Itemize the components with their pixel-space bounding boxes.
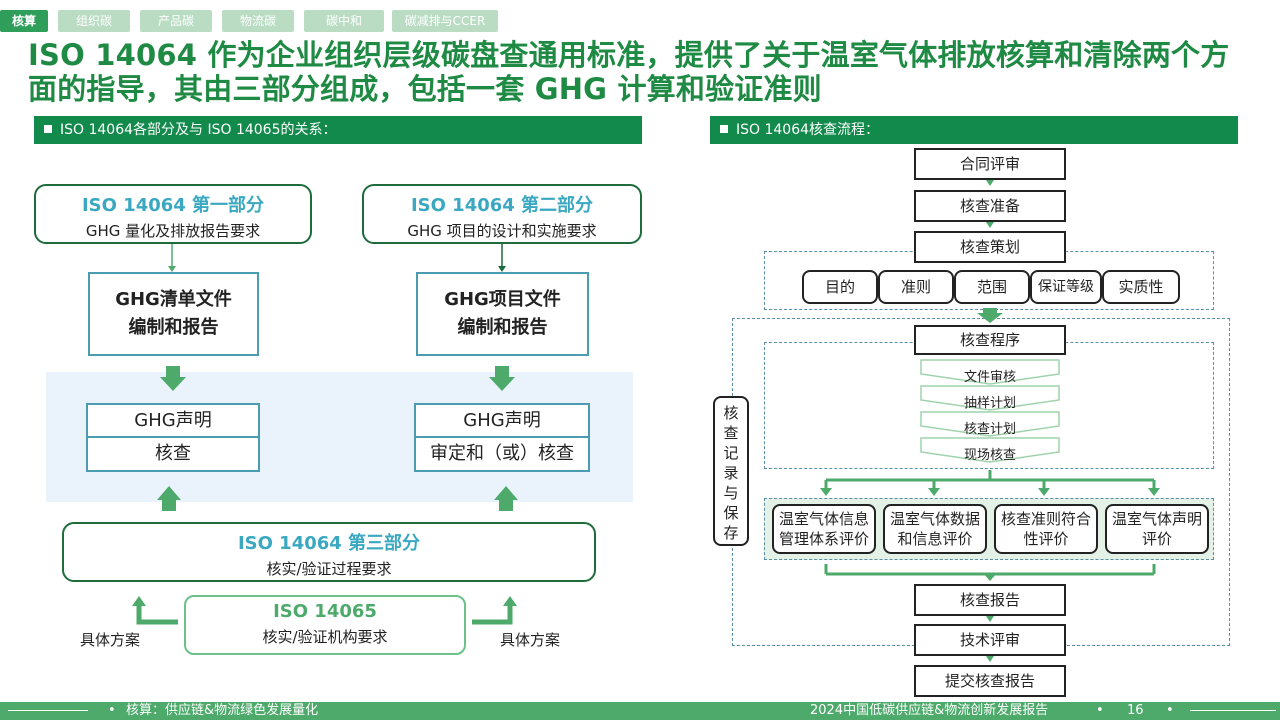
procedure-step-sampling-plan: 抽样计划 (963, 396, 1016, 411)
step-verification-procedure: 核查程序 (914, 325, 1066, 355)
tab-logistics-carbon[interactable]: 物流碳 (222, 10, 294, 32)
planning-item-criteria: 准则 (878, 270, 954, 304)
step-technical-review: 技术评审 (914, 624, 1066, 656)
ghg-project-doc: GHG项目文件 编制和报告 (416, 272, 589, 356)
step-contract-review: 合同评审 (914, 148, 1066, 180)
part3-subtitle: 核实/验证过程要求 (266, 560, 392, 578)
merge-line (824, 564, 1156, 576)
procedure-step-document-review: 文件审核 (963, 370, 1016, 385)
record-char: 存 (723, 524, 739, 542)
record-char: 核 (723, 404, 739, 422)
iso14065-heading: ISO 14065 (273, 601, 377, 622)
record-and-save-box: 核 查 记 录 与 保 存 (713, 396, 749, 546)
evaluation-ghg-management-system: 温室气体信息 管理体系评价 (772, 504, 876, 554)
arrowhead-icon (168, 266, 176, 272)
record-char: 录 (723, 464, 739, 482)
bent-arrow-icon (136, 604, 513, 625)
record-char: 保 (723, 504, 739, 522)
branch-line (824, 470, 1156, 490)
footer-bar: • 核算：供应链&物流绿色发展量化 2024中国低碳供应链&物流创新发展报告 •… (0, 702, 1280, 720)
up-arrow-icon (157, 486, 518, 511)
footer-report-title: 2024中国低碳供应链&物流创新发展报告 (810, 703, 1049, 718)
footer-rule-right (1190, 710, 1276, 711)
evaluation-criteria-conformity: 核查准则符合 性评价 (994, 504, 1098, 554)
iso14065-box: ISO 14065 核实/验证机构要求 (184, 595, 466, 655)
iso14064-part1-box: ISO 14064 第一部分 GHG 量化及排放报告要求 (34, 184, 312, 244)
page-title: ISO 14064 作为企业组织层级碳盘查通用标准，提供了关于温室气体排放核算和… (28, 38, 1230, 106)
page-number: 16 (1127, 703, 1144, 718)
right-section-header: ISO 14064核查流程： (710, 116, 1238, 144)
arrowhead-icon (498, 266, 506, 272)
eval3-line1: 核查准则符合 (1000, 510, 1091, 528)
eval1-line2: 管理体系评价 (778, 530, 869, 548)
record-char: 记 (723, 444, 739, 462)
right-diagram-connectors (820, 180, 1160, 662)
step-verification-report: 核查报告 (914, 584, 1066, 616)
iso14065-subtitle: 核实/验证机构要求 (262, 628, 388, 646)
doc1-line2: 编制和报告 (128, 317, 219, 338)
scheme-label-left: 具体方案 (80, 631, 141, 649)
verification-1: 核查 (86, 436, 260, 472)
iso14064-part3-box: ISO 14064 第三部分 核实/验证过程要求 (62, 522, 596, 582)
arrowhead-icon (983, 573, 997, 581)
step-verification-planning: 核查策划 (914, 231, 1066, 263)
planning-item-purpose: 目的 (802, 270, 878, 304)
part2-subtitle: GHG 项目的设计和实施要求 (407, 222, 597, 240)
iso14064-part2-box: ISO 14064 第二部分 GHG 项目的设计和实施要求 (362, 184, 642, 244)
footer-left-text: 核算：供应链&物流绿色发展量化 (126, 703, 319, 718)
ghg-declaration-1: GHG声明 (86, 403, 260, 438)
planning-item-scope: 范围 (954, 270, 1030, 304)
left-section-title: ISO 14064各部分及与 ISO 14065的关系： (60, 122, 337, 138)
bullet-square-icon (44, 125, 52, 133)
tab-carbon-reduction-ccer[interactable]: 碳减排与CCER (392, 10, 498, 32)
step-verification-preparation: 核查准备 (914, 190, 1066, 222)
right-section-title: ISO 14064核查流程： (736, 122, 880, 138)
flow-arrow-icon (986, 616, 994, 662)
part1-heading: ISO 14064 第一部分 (81, 195, 265, 216)
down-arrow-icon (160, 366, 515, 391)
tab-product-carbon[interactable]: 产品碳 (140, 10, 212, 32)
bullet-square-icon (720, 125, 728, 133)
eval2-line2: 和信息评价 (897, 530, 973, 548)
part3-heading: ISO 14064 第三部分 (237, 533, 421, 554)
eval4-line2: 评价 (1141, 530, 1172, 548)
validation-verification-2: 审定和（或）核查 (414, 436, 590, 472)
footer-dot: • (108, 703, 116, 718)
evaluation-ghg-declaration: 温室气体声明 评价 (1105, 504, 1209, 554)
part1-subtitle: GHG 量化及排放报告要求 (85, 222, 261, 240)
record-char: 查 (723, 424, 739, 442)
step-submit-verification-report: 提交核查报告 (914, 665, 1066, 697)
footer-rule-left (8, 710, 88, 711)
eval2-line1: 温室气体数据 (889, 510, 980, 528)
evaluation-ghg-data-info: 温室气体数据 和信息评价 (883, 504, 987, 554)
doc2-line2: 编制和报告 (457, 317, 548, 338)
planning-item-materiality: 实质性 (1102, 270, 1180, 304)
doc1-line1: GHG清单文件 (115, 289, 232, 310)
tab-organization-carbon[interactable]: 组织碳 (58, 10, 130, 32)
eval1-line1: 温室气体信息 (778, 510, 869, 528)
flow-arrow-icon (986, 180, 994, 228)
eval4-line1: 温室气体声明 (1111, 510, 1202, 528)
footer-dot: • (1166, 703, 1174, 718)
procedure-step-verification-plan: 核查计划 (963, 422, 1016, 437)
ghg-declaration-2: GHG声明 (414, 403, 590, 438)
tab-carbon-neutral[interactable]: 碳中和 (304, 10, 384, 32)
arrowhead-icon (503, 596, 517, 606)
scheme-label-right: 具体方案 (500, 631, 561, 649)
arrowhead-icon (132, 596, 146, 606)
part2-heading: ISO 14064 第二部分 (410, 195, 594, 216)
procedure-step-onsite-verification: 现场核查 (963, 448, 1016, 463)
tab-accounting[interactable]: 核算 (0, 10, 48, 32)
record-char: 与 (723, 484, 739, 502)
left-section-header: ISO 14064各部分及与 ISO 14065的关系： (34, 116, 642, 144)
eval3-line2: 性评价 (1023, 530, 1069, 548)
chevron-step-icon (920, 359, 1060, 463)
footer-dot: • (1096, 703, 1104, 718)
ghg-inventory-doc: GHG清单文件 编制和报告 (88, 272, 259, 356)
planning-item-assurance-level: 保证等级 (1030, 270, 1102, 304)
arrowhead-icon (820, 488, 1160, 496)
doc2-line1: GHG项目文件 (444, 289, 561, 310)
down-arrow-icon (977, 308, 1003, 323)
